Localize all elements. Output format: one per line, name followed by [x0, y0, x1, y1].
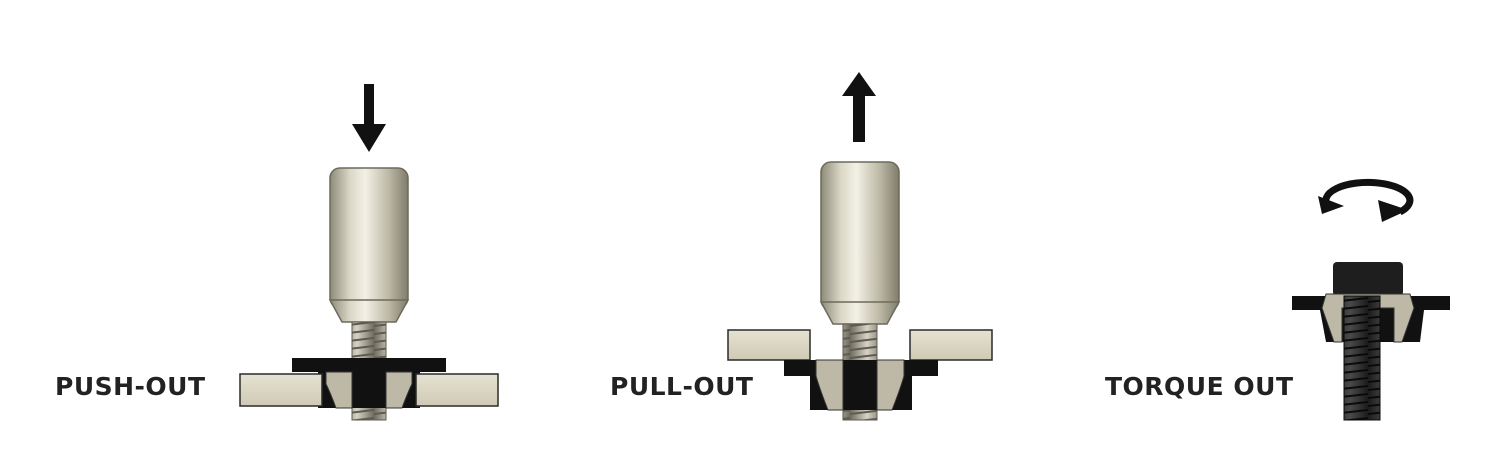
torque-out-label: TORQUE OUT	[1105, 372, 1294, 401]
push-arrow-down-icon	[352, 84, 386, 152]
pull-fastener	[784, 359, 938, 411]
pull-plate-left	[727, 329, 811, 361]
pull-out-label: PULL-OUT	[610, 372, 754, 401]
pull-arrow-up-icon	[842, 72, 876, 142]
torque-rotate-arrow-icon	[1318, 178, 1414, 222]
torque-bolt-head	[1333, 262, 1403, 296]
push-out-label: PUSH-OUT	[55, 372, 206, 401]
push-plate-right	[415, 373, 499, 407]
torque-out-figure	[1292, 178, 1450, 421]
pull-out-figure	[727, 72, 993, 421]
push-out-figure	[239, 84, 499, 421]
push-plate-left	[239, 373, 323, 407]
torque-bolt-shank	[1343, 295, 1381, 421]
pull-plate-right	[909, 329, 993, 361]
push-fastener	[292, 358, 446, 409]
